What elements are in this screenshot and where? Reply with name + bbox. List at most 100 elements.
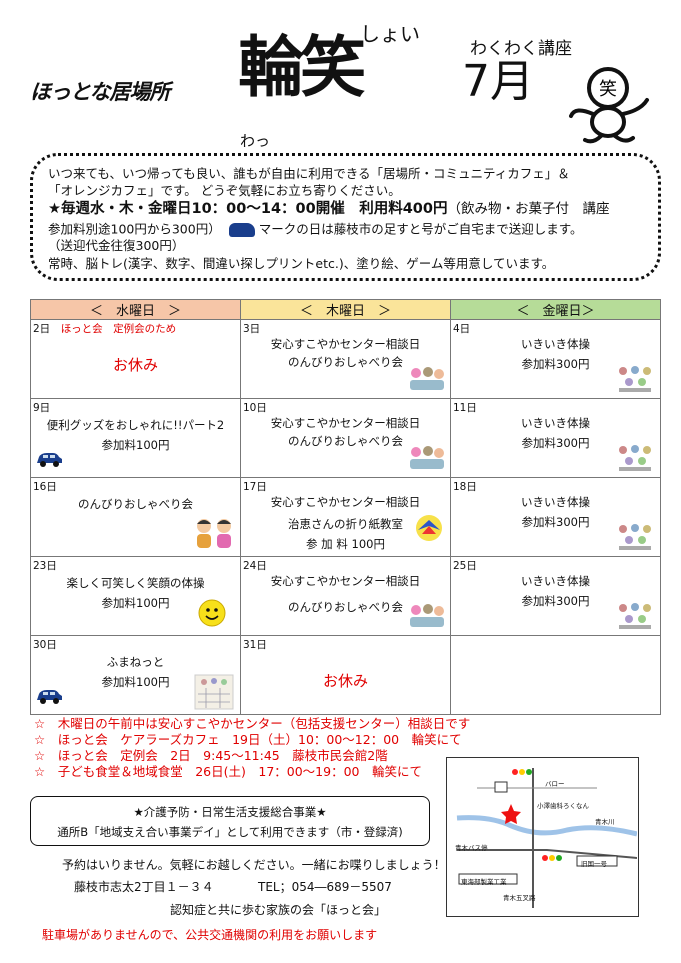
access-map: バロー 小澤歯科ろくなん 青木川 青木バス停 旧国一号 東海部製業工業 青木五叉… xyxy=(446,757,639,917)
service-body: 通所B「地域支え合い事業デイ」として利用できます（市・登録済) xyxy=(57,825,403,839)
cell-fri-4: 4日 いきいき体操 参加料300円 xyxy=(450,319,661,399)
event-line-2: 参加料300円 xyxy=(521,515,590,529)
date-label: 30日 xyxy=(33,639,57,651)
event-line-1: 楽しく可笑しく笑顔の体操 xyxy=(66,576,205,590)
intro-line-6: 常時、脳トレ(漢字、数字、間違い探しプリントetc.)、塗り絵、ゲーム等用意して… xyxy=(48,256,555,271)
event-title: ほっと会 定例会のため xyxy=(60,323,177,335)
event-line-1: いきいき体操 xyxy=(521,337,590,351)
table-row: 9日 便利グッズをおしゃれに!!パート2 参加料100円 10日 安心すこやかセ… xyxy=(30,398,661,478)
header-wednesday: ＜ 水曜日 ＞ xyxy=(30,299,241,320)
event-line-1: いきいき体操 xyxy=(521,495,590,509)
map-label: 旧国一号 xyxy=(581,860,607,868)
date-label: 18日 xyxy=(453,481,477,493)
intro-line-4: 参加料別途100円から300円） マークの日は藤枝市の足すと号がご自宅まで送迎し… xyxy=(48,223,582,237)
cell-wed-2: 2日 ほっと会 定例会のため お休み xyxy=(30,319,241,399)
cell-thu-3: 3日 安心すこやかセンター相談日 のんびりおしゃべり会 xyxy=(240,319,451,399)
event-line-1: ふまねっと xyxy=(106,655,165,669)
smiley-icon xyxy=(198,599,226,627)
cell-wed-16: 16日 のんびりおしゃべり会 xyxy=(30,477,241,557)
note-item: ☆ 木曜日の午前中は安心すこやかセンター（包括支援センター）相談日です xyxy=(34,716,471,731)
date-label: 3日 xyxy=(243,323,261,335)
event-line-2: のんびりおしゃべり会 xyxy=(288,355,403,369)
chatting-people-icon xyxy=(197,519,231,548)
cell-thu-24: 24日 安心すこやかセンター相談日 のんびりおしゃべり会 xyxy=(240,556,451,636)
cell-fri-11: 11日 いきいき体操 参加料300円 xyxy=(450,398,661,478)
event-line-2: 参加料100円 xyxy=(101,675,170,689)
event-line-1: いきいき体操 xyxy=(521,416,590,430)
cell-thu-10: 10日 安心すこやかセンター相談日 のんびりおしゃべり会 xyxy=(240,398,451,478)
date-label: 24日 xyxy=(243,560,267,572)
event-line-3: 参 加 料 100円 xyxy=(306,537,385,551)
event-line-1: 安心すこやかセンター相談日 xyxy=(270,337,421,351)
date-label: 17日 xyxy=(243,481,267,493)
map-label: 小澤歯科ろくなん xyxy=(537,802,589,810)
date-label: 25日 xyxy=(453,560,477,572)
intro-box: いつ来ても、いつ帰っても良い、誰もが自由に利用できる「居場所・コミュニティカフェ… xyxy=(30,153,661,281)
event-line-2: 参加料100円 xyxy=(101,596,170,610)
closed-label: お休み xyxy=(112,356,158,374)
service-box: ★介護予防・日常生活支援総合事業★ 通所B「地域支え合い事業デイ」として利用でき… xyxy=(30,796,430,846)
notes-list: ☆ 木曜日の午前中は安心すこやかセンター（包括支援センター）相談日です ☆ ほっ… xyxy=(34,716,470,780)
map-label: 青木バス停 xyxy=(455,844,488,852)
table-row: 30日 ふまねっと 参加料100円 31日 お休み xyxy=(30,635,661,715)
logo: 輪笑 しょい わっ xyxy=(228,18,443,150)
event-line-2: 参加料300円 xyxy=(521,594,590,608)
cell-fri-18: 18日 いきいき体操 参加料300円 xyxy=(450,477,661,557)
intro-line-2: 「オレンジカフェ」です。 どうぞ気軽にお立ち寄りください。 xyxy=(48,183,401,198)
car-icon xyxy=(228,223,255,237)
note-item: ☆ 子ども食堂＆地域食堂 26日(土) 17：00～19：00 輪笑にて xyxy=(34,764,422,779)
logo-main-text: 輪笑 xyxy=(238,28,366,106)
event-line-2: のんびりおしゃべり会 xyxy=(288,600,403,614)
car-icon xyxy=(37,453,62,467)
footer-tel: TEL；054―689－5507 xyxy=(258,880,392,894)
table-row: 2日 ほっと会 定例会のため お休み 3日 安心すこやかセンター相談日 のんびり… xyxy=(30,319,661,399)
logo-reading-top: しょい xyxy=(360,22,420,46)
intro-fee-note: （飲み物・お菓子付 講座 xyxy=(447,201,610,217)
cell-fri-25: 25日 いきいき体操 参加料300円 xyxy=(450,556,661,636)
date-label: 16日 xyxy=(33,481,57,493)
date-label: 31日 xyxy=(243,639,267,651)
cell-thu-31: 31日 お休み xyxy=(240,635,451,715)
event-line-1: のんびりおしゃべり会 xyxy=(78,497,193,511)
exercise-group-icon xyxy=(619,445,651,471)
note-item: ☆ ほっと会 ケアラーズカフェ 19日（土）10：00～12：00 輪笑にて xyxy=(34,732,462,747)
footer-org: 認知症と共に歩む家族の会「ほっと会」 xyxy=(170,903,387,917)
event-line-1: 安心すこやかセンター相談日 xyxy=(270,416,421,430)
mascot-icon: 笑 xyxy=(569,67,649,144)
date-label: 10日 xyxy=(243,402,267,414)
header-thursday: ＜ 木曜日 ＞ xyxy=(240,299,451,320)
map-label: 東海部製業工業 xyxy=(461,878,507,886)
intro-line-1: いつ来ても、いつ帰っても良い、誰もが自由に利用できる「居場所・コミュニティカフェ… xyxy=(48,166,570,181)
event-line-1: いきいき体操 xyxy=(521,574,590,588)
closed-label: お休み xyxy=(322,672,368,690)
service-title: ★介護予防・日常生活支援総合事業★ xyxy=(133,805,327,819)
schedule-table: ＜ 水曜日 ＞ ＜ 木曜日 ＞ ＜ 金曜日＞ 2日 ほっと会 定例会のため お休… xyxy=(30,299,661,715)
intro-hours: ★毎週水・木・金曜日10：00～14：00開催 利用料400円 xyxy=(48,201,448,217)
map-drawing xyxy=(456,768,637,908)
chatting-people-icon xyxy=(410,604,444,627)
event-line-2: 治恵さんの折り紙教室 xyxy=(288,517,403,531)
footer-invite: 予約はいりません。気軽にお越しください。一緒にお喋りしましょう！ xyxy=(62,858,446,872)
cell-thu-17: 17日 安心すこやかセンター相談日 治恵さんの折り紙教室 参 加 料 100円 xyxy=(240,477,451,557)
fumanet-exercise-icon xyxy=(194,674,234,710)
map-label: バロー xyxy=(545,780,565,788)
intro-fee-range: 参加料別途100円から300円） xyxy=(48,221,221,237)
event-line-1: 安心すこやかセンター相談日 xyxy=(270,574,421,588)
cell-wed-23: 23日 楽しく可笑しく笑顔の体操 参加料100円 xyxy=(30,556,241,636)
note-item: ☆ ほっと会 定例会 2日 9:45～11:45 藤枝市民会館2階 xyxy=(34,748,388,763)
intro-line-5: （送迎代金往復300円） xyxy=(48,238,185,253)
event-line-2: 参加料300円 xyxy=(521,436,590,450)
table-row: 16日 のんびりおしゃべり会 17日 安心すこやかセンター相談日 治恵さんの折り… xyxy=(30,477,661,557)
cell-empty xyxy=(450,635,661,715)
origami-crane-icon xyxy=(416,515,442,541)
event-line-2: のんびりおしゃべり会 xyxy=(288,434,403,448)
exercise-group-icon xyxy=(619,366,651,392)
intro-line-3: ★毎週水・木・金曜日10：00～14：00開催 利用料400円（飲み物・お菓子付… xyxy=(48,202,609,217)
intro-transport: マークの日は藤枝市の足すと号がご自宅まで送迎します。 xyxy=(258,221,583,237)
course-title: わくわく講座 xyxy=(470,39,572,59)
table-row: 23日 楽しく可笑しく笑顔の体操 参加料100円 24日 安心すこやかセンター相… xyxy=(30,556,661,636)
mascot-face-text: 笑 xyxy=(599,79,617,100)
footer-parking: 駐車場がありませんので、公共交通機関の利用をお願いします xyxy=(42,928,378,942)
date-label: 9日 xyxy=(33,402,51,414)
event-line-2: 参加料300円 xyxy=(521,357,590,371)
